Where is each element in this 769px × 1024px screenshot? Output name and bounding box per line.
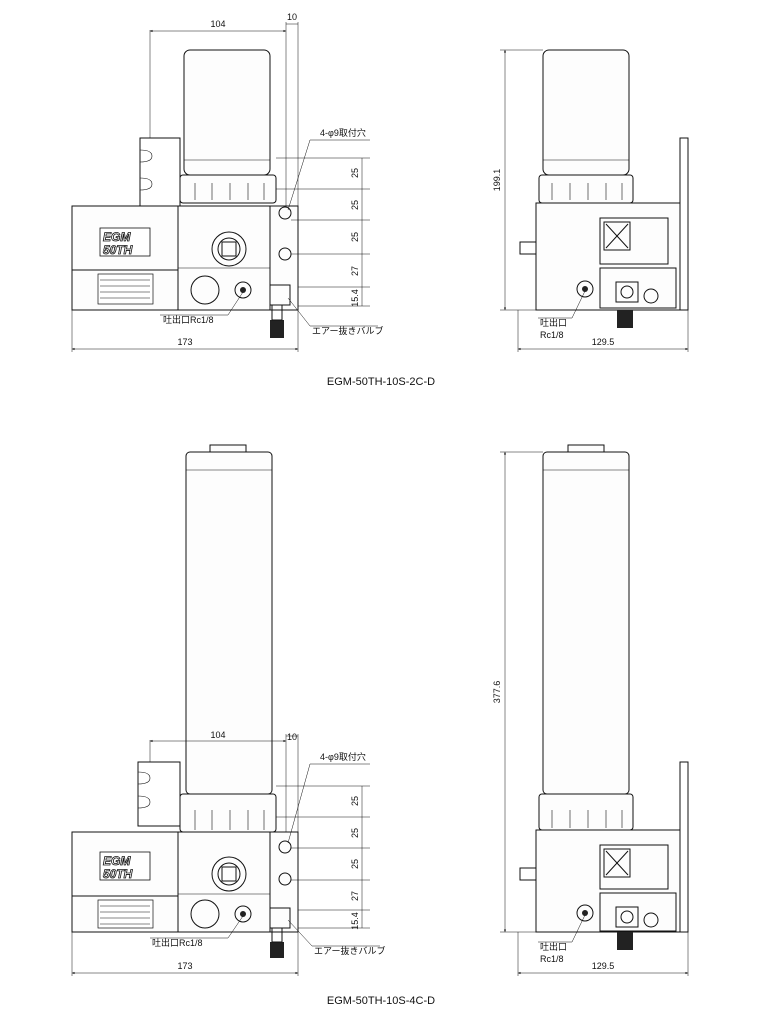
pump-block [177,831,271,933]
outlet-fitting [270,942,284,958]
hole-callout: 4-φ9取付穴 [320,127,366,138]
valve-label: エアー抜きバルブ [312,325,383,336]
dim-overall-width: 173 [177,337,192,347]
logo-bottom-text: 50TH [103,867,133,881]
dim-v-3: 25 [350,232,360,242]
front-view-2c: EGM 50TH 104 10 25 25 [71,12,383,352]
reservoir [542,49,630,176]
logo-top-text: EGM [103,230,131,244]
valve-label: エアー抜きバルブ [314,945,385,956]
side-bracket [679,137,689,311]
side-view-2c: 199.1 129.5 吐出口 Rc1/8 [492,49,689,352]
nameplate [97,899,154,929]
reservoir-collar [179,793,277,833]
dim-width-top: 104 [210,19,225,29]
reservoir-collar [179,174,277,204]
mount-hole [278,872,292,886]
mounting-plate [269,831,299,933]
mount-hole [278,206,292,220]
side-outlet-size: Rc1/8 [540,954,564,964]
dim-width-top: 104 [210,730,225,740]
side-outlet-label: 吐出口 [540,941,567,952]
outlet-port [234,905,252,923]
dim-v-4: 27 [350,891,360,901]
dim-overall-width: 173 [177,961,192,971]
outlet-label: 吐出口Rc1/8 [152,937,203,948]
outlet-port [234,281,252,299]
dim-height: 377.6 [492,681,502,704]
reservoir-port [190,275,220,305]
drawing-caption: EGM-50TH-10S-2C-D [327,376,435,388]
dim-v-5: 15.4 [350,289,360,307]
drawing-caption: EGM-50TH-10S-4C-D [327,995,435,1007]
logo-bottom-text: 50TH [103,243,133,257]
logo-top-text: EGM [103,854,131,868]
connector [211,856,247,892]
side-view-4c: 377.6 129.5 吐出口 Rc1/8 [492,444,689,976]
nameplate [97,273,154,305]
dim-v-1: 25 [350,168,360,178]
connector [211,231,247,267]
mounting-plate [269,205,299,311]
reservoir [185,451,273,795]
side-outlet-size: Rc1/8 [540,330,564,340]
outlet-fitting [270,320,284,338]
dim-width: 129.5 [592,961,615,971]
dim-height: 199.1 [492,169,502,192]
dim-width: 129.5 [592,337,615,347]
side-outlet-label: 吐出口 [540,317,567,328]
dim-v-2: 25 [350,828,360,838]
hole-callout: 4-φ9取付穴 [320,751,366,762]
reservoir [183,49,271,176]
dim-width-offset: 10 [287,12,297,22]
front-view-4c: EGM 50TH 104 10 25 25 25 27 15.4 [71,444,385,976]
dim-width-offset: 10 [287,732,297,742]
outlet-port [576,280,594,298]
side-bracket [679,761,689,933]
dim-v-5: 15.4 [350,912,360,930]
reservoir-port [190,899,220,929]
dim-v-4: 27 [350,266,360,276]
dim-v-3: 25 [350,859,360,869]
side-body [535,202,681,311]
reservoir [542,451,630,795]
dim-v-2: 25 [350,200,360,210]
dim-v-1: 25 [350,796,360,806]
mount-hole [278,840,292,854]
outlet-port [576,904,594,922]
outlet-label: 吐出口Rc1/8 [163,314,214,325]
pump-block [177,205,271,311]
